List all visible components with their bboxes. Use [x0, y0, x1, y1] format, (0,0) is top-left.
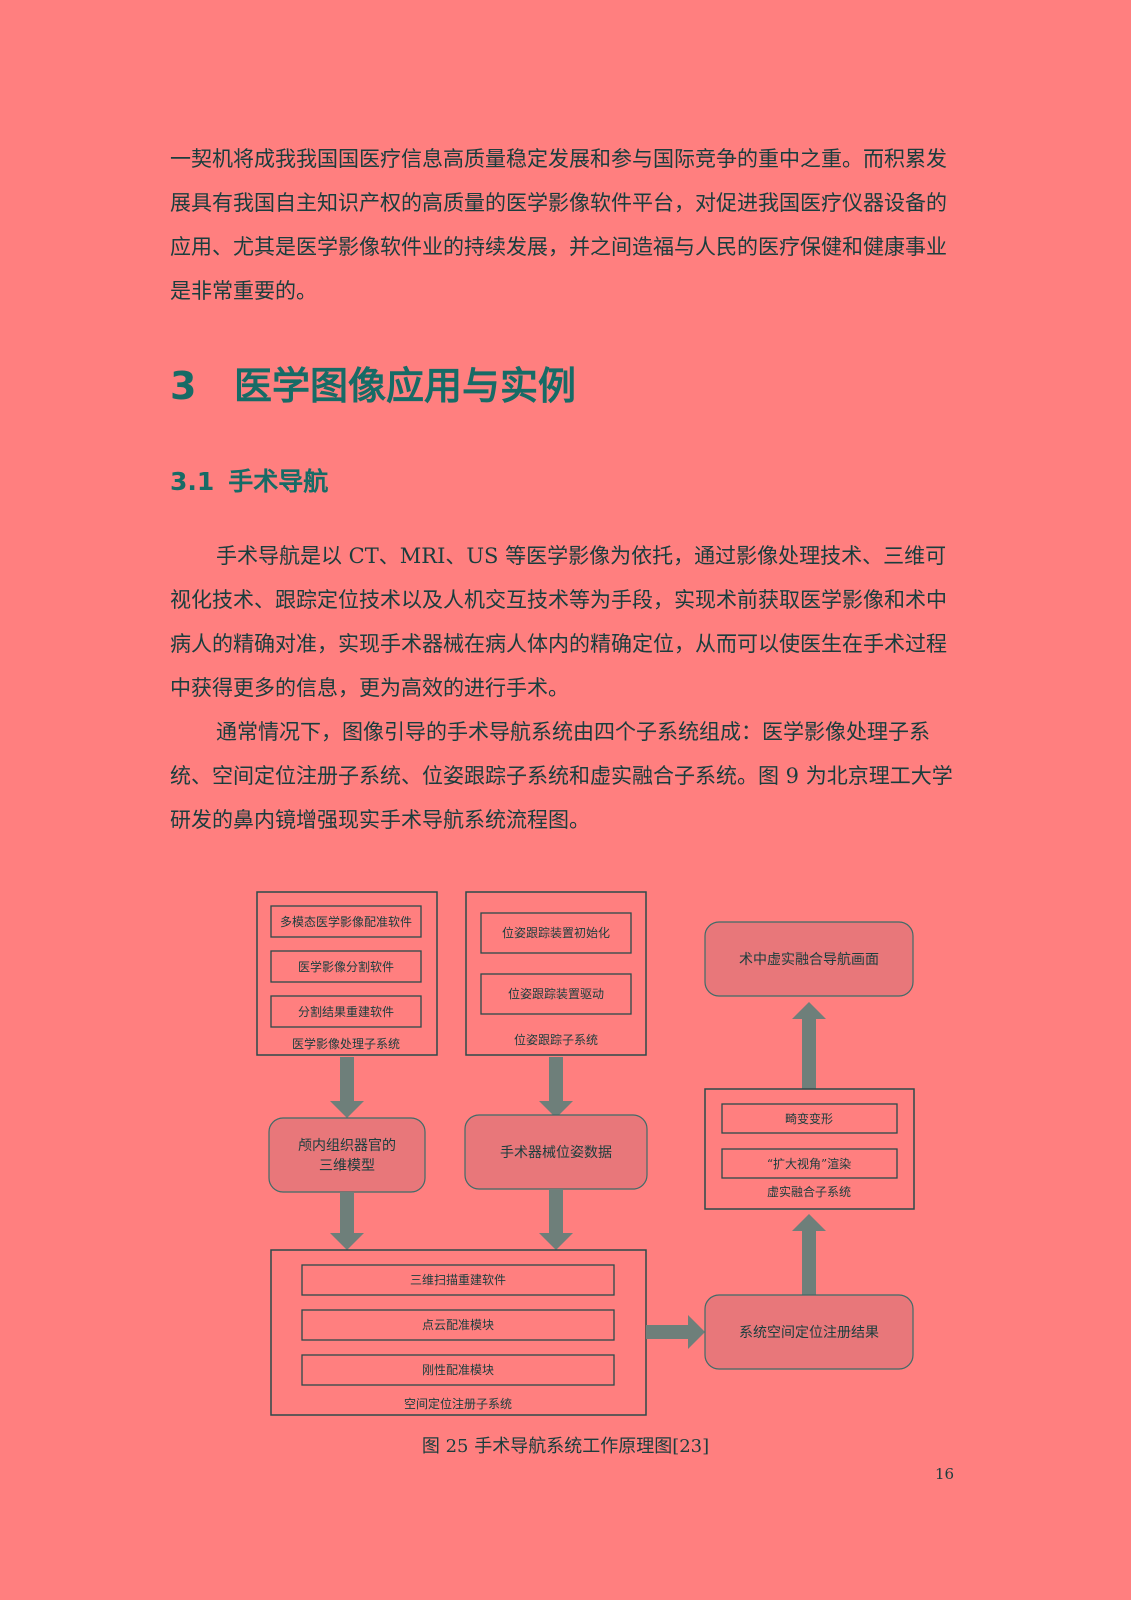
navigation-output-node: 术中虚实融合导航画面	[704, 921, 914, 997]
figure-caption: 图 25 手术导航系统工作原理图[23]	[421, 1436, 710, 1457]
arrow-model-to-registration	[330, 1192, 364, 1250]
section-heading: 3 医学图像应用与实例	[170, 355, 576, 410]
section-number: 3	[170, 364, 197, 408]
arrow-medical-to-model	[330, 1057, 364, 1118]
arrow-fusion-to-output	[792, 1002, 826, 1089]
paragraph-intro-continuation: 一契机将成我我国国医疗信息高质量稳定发展和参与国际竞争的重中之重。而积累发展具有…	[170, 147, 947, 303]
arrow-registration-to-result	[646, 1315, 705, 1349]
arrow-pose-to-registration	[539, 1189, 573, 1250]
pose-data-label: 手术器械位姿数据	[500, 1145, 612, 1161]
multimodal-registration-software: 多模态医学影像配准软件	[280, 914, 412, 929]
subsection-number: 3.1	[170, 467, 215, 496]
paragraph-subsystems: 通常情况下，图像引导的手术导航系统由四个子系统组成：医学影像处理子系统、空间定位…	[170, 720, 953, 832]
section-title: 医学图像应用与实例	[234, 364, 577, 408]
registration-result-label: 系统空间定位注册结果	[739, 1325, 879, 1341]
pose-tracking-subsystem: 位姿跟踪装置初始化 位姿跟踪装置驱动 位姿跟踪子系统	[465, 891, 647, 1056]
tracker-driver: 位姿跟踪装置驱动	[508, 986, 604, 1001]
tracker-initialization: 位姿跟踪装置初始化	[502, 925, 610, 940]
page-number: 16	[935, 1465, 955, 1483]
registration-subsystem-label: 空间定位注册子系统	[404, 1396, 512, 1411]
model-node-line-2: 三维模型	[319, 1158, 375, 1174]
expanded-view-rendering: “扩大视角”渲染	[767, 1156, 851, 1171]
spatial-registration-subsystem: 三维扫描重建软件 点云配准模块 刚性配准模块 空间定位注册子系统	[270, 1249, 647, 1416]
arrow-tracking-to-pose	[539, 1057, 573, 1118]
paragraph-navigation-definition: 手术导航是以 CT、MRI、US 等医学影像为依托，通过影像处理技术、三维可视化…	[170, 544, 947, 700]
pose-data-node: 手术器械位姿数据	[464, 1114, 648, 1190]
registration-result-node: 系统空间定位注册结果	[704, 1294, 914, 1370]
model-node-line-1: 颅内组织器官的	[298, 1138, 396, 1154]
model-node: 颅内组织器官的 三维模型	[268, 1117, 426, 1193]
fusion-subsystem-label: 虚实融合子系统	[767, 1184, 851, 1199]
navigation-output-label: 术中虚实融合导航画面	[739, 952, 879, 968]
virtual-real-fusion-subsystem: 畸变变形 “扩大视角”渲染 虚实融合子系统	[704, 1088, 915, 1210]
segmentation-software: 医学影像分割软件	[298, 959, 394, 974]
subsection-heading: 3.1 手术导航	[170, 462, 328, 498]
medical-processing-subsystem-label: 医学影像处理子系统	[292, 1036, 400, 1051]
segmentation-reconstruction-software: 分割结果重建软件	[298, 1004, 394, 1019]
rigid-registration-module: 刚性配准模块	[422, 1363, 494, 1377]
tracking-subsystem-label: 位姿跟踪子系统	[514, 1032, 598, 1047]
distortion-correction: 畸变变形	[785, 1111, 833, 1126]
subsection-title: 手术导航	[228, 467, 329, 496]
arrow-result-to-fusion	[792, 1214, 826, 1295]
3d-scan-reconstruction-software: 三维扫描重建软件	[410, 1273, 506, 1287]
point-cloud-registration-module: 点云配准模块	[422, 1318, 494, 1332]
medical-image-processing-subsystem: 多模态医学影像配准软件 医学影像分割软件 分割结果重建软件 医学影像处理子系统	[256, 891, 438, 1056]
